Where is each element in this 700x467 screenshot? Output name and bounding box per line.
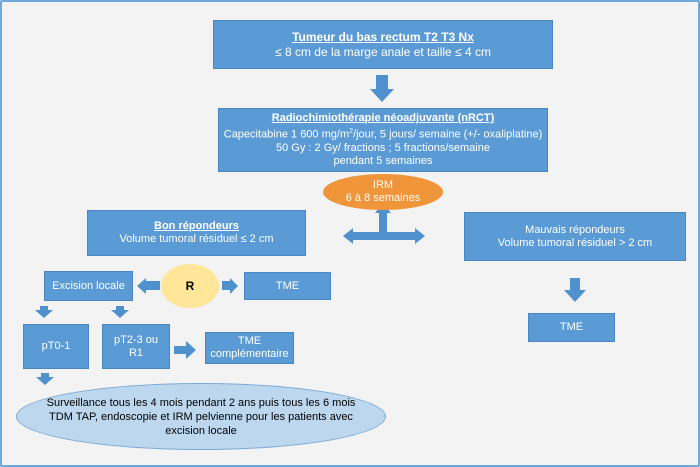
nrct-box: Radiochimiothérapie néoadjuvante (nRCT) …: [218, 108, 548, 172]
tme-right-label: TME: [559, 321, 584, 333]
arrow-r-tme: [222, 278, 238, 294]
mauvais-repondeurs-box: Mauvais répondeurs Volume tumoral résidu…: [464, 212, 686, 261]
tme-mid-label: TME: [275, 279, 300, 292]
pt0-label: pT0-1: [41, 340, 71, 352]
arrow-mauvais-tme: [564, 278, 586, 302]
bon-repondeurs-box: Bon répondeurs Volume tumoral résiduel ≤…: [87, 210, 306, 256]
tumor-title: Tumeur du bas rectum T2 T3 Nx: [292, 29, 474, 44]
tumor-criteria: ≤ 8 cm de la marge anale et taille ≤ 4 c…: [275, 44, 491, 59]
excision-label: Excision locale: [52, 279, 125, 292]
pt2-line2: R1: [128, 346, 144, 359]
excision-locale-box: Excision locale: [44, 271, 133, 301]
irm-line1: IRM: [372, 179, 394, 191]
tme-mid-box: TME: [244, 272, 331, 300]
arrow-down-tumor-nrct: [370, 75, 394, 102]
nrct-line1: Capecitabine 1 600 mg/m2/jour, 5 jours/ …: [223, 128, 543, 141]
arrow-excision-pt0: [35, 306, 53, 318]
arrow-excision-pt2: [111, 306, 129, 318]
r-label: R: [185, 279, 195, 293]
nrct-title: Radiochimiothérapie néoadjuvante (nRCT): [271, 112, 495, 125]
arrow-split-bon-mauvais: [343, 203, 425, 244]
irm-line2: 6 à 8 semaines: [345, 192, 421, 204]
pt0-box: pT0-1: [23, 324, 89, 369]
nrct-line2: 50 Gy : 2 Gy/ fractions ; 5 fractions/se…: [276, 141, 490, 154]
arrow-pt0-surveillance: [36, 373, 54, 385]
pt2-box: pT2-3 ou R1: [102, 324, 170, 369]
tmecomp-line2: complémentaire: [210, 348, 289, 360]
mauvais-line2: Volume tumoral résiduel > 2 cm: [497, 236, 653, 249]
mauvais-line1: Mauvais répondeurs: [525, 223, 625, 236]
surveillance-line1: Surveillance tous les 4 mois pendant 2 a…: [46, 396, 356, 409]
surveillance-line3: excision locale: [165, 424, 237, 437]
arrow-r-excision: [137, 278, 160, 294]
tme-complementaire-box: TME complémentaire: [205, 332, 294, 364]
pt2-line1: pT2-3 ou: [113, 333, 159, 346]
tmecomp-line1: TME: [237, 335, 262, 347]
surveillance-line2: TDM TAP, endoscopie et IRM pelvienne pou…: [49, 410, 353, 423]
surveillance-ellipse: Surveillance tous les 4 mois pendant 2 a…: [16, 383, 386, 450]
r-circle: R: [161, 264, 219, 308]
arrow-pt2-tmecomp: [174, 341, 196, 359]
bon-title: Bon répondeurs: [154, 220, 239, 232]
bon-volume: Volume tumoral résiduel ≤ 2 cm: [119, 233, 274, 245]
nrct-line3: pendant 5 semaines: [333, 154, 433, 167]
irm-ellipse: IRM 6 à 8 semaines: [323, 174, 443, 210]
tumor-box: Tumeur du bas rectum T2 T3 Nx ≤ 8 cm de …: [213, 20, 553, 69]
tme-right-box: TME: [528, 313, 615, 342]
